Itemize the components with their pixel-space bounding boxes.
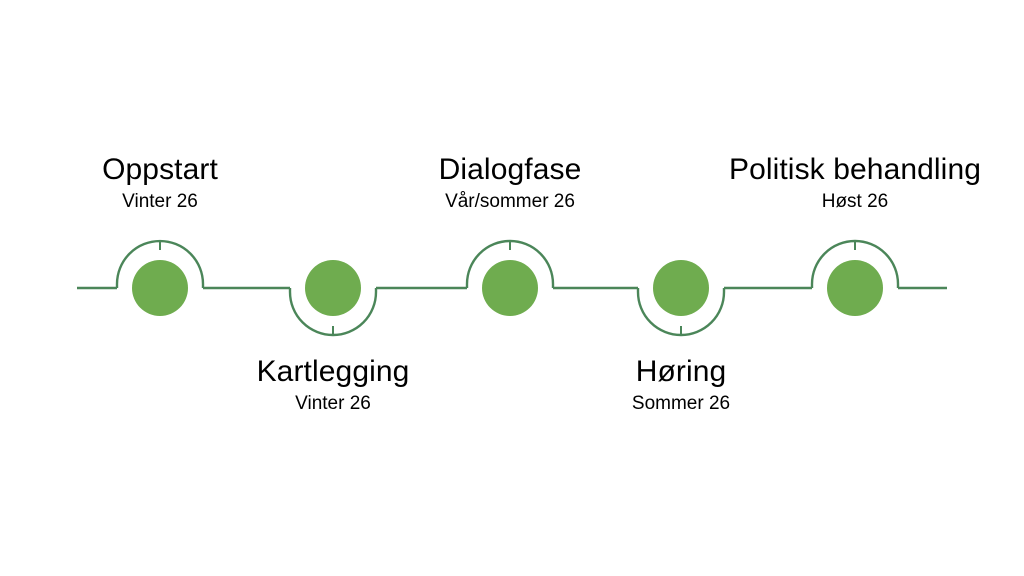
milestone-title-politisk-behandling: Politisk behandling (728, 153, 982, 186)
milestone-title-kartlegging: Kartlegging (256, 355, 410, 388)
milestone-label-kartlegging: Kartlegging Vinter 26 (163, 355, 503, 415)
milestone-period-dialogfase: Vår/sommer 26 (445, 191, 575, 212)
milestone-node-dialogfase[interactable] (482, 260, 538, 316)
milestone-period-horing: Sommer 26 (631, 393, 731, 414)
milestone-label-horing: Høring Sommer 26 (511, 355, 851, 415)
milestone-node-horing[interactable] (653, 260, 709, 316)
timeline-nodes (132, 260, 883, 316)
milestone-label-oppstart: Oppstart Vinter 26 (0, 153, 330, 213)
milestone-period-oppstart: Vinter 26 (122, 191, 198, 212)
milestone-title-horing: Høring (635, 355, 727, 388)
milestone-node-kartlegging[interactable] (305, 260, 361, 316)
milestone-node-politisk-behandling[interactable] (827, 260, 883, 316)
milestone-period-kartlegging: Vinter 26 (295, 393, 371, 414)
milestone-label-politisk-behandling: Politisk behandling Høst 26 (685, 153, 1024, 213)
milestone-label-dialogfase: Dialogfase Vår/sommer 26 (340, 153, 680, 213)
milestone-node-oppstart[interactable] (132, 260, 188, 316)
arc-apex-ticks (159, 241, 856, 335)
milestone-title-dialogfase: Dialogfase (438, 153, 582, 186)
milestone-title-oppstart: Oppstart (102, 153, 218, 186)
milestone-period-politisk-behandling: Høst 26 (821, 191, 889, 212)
